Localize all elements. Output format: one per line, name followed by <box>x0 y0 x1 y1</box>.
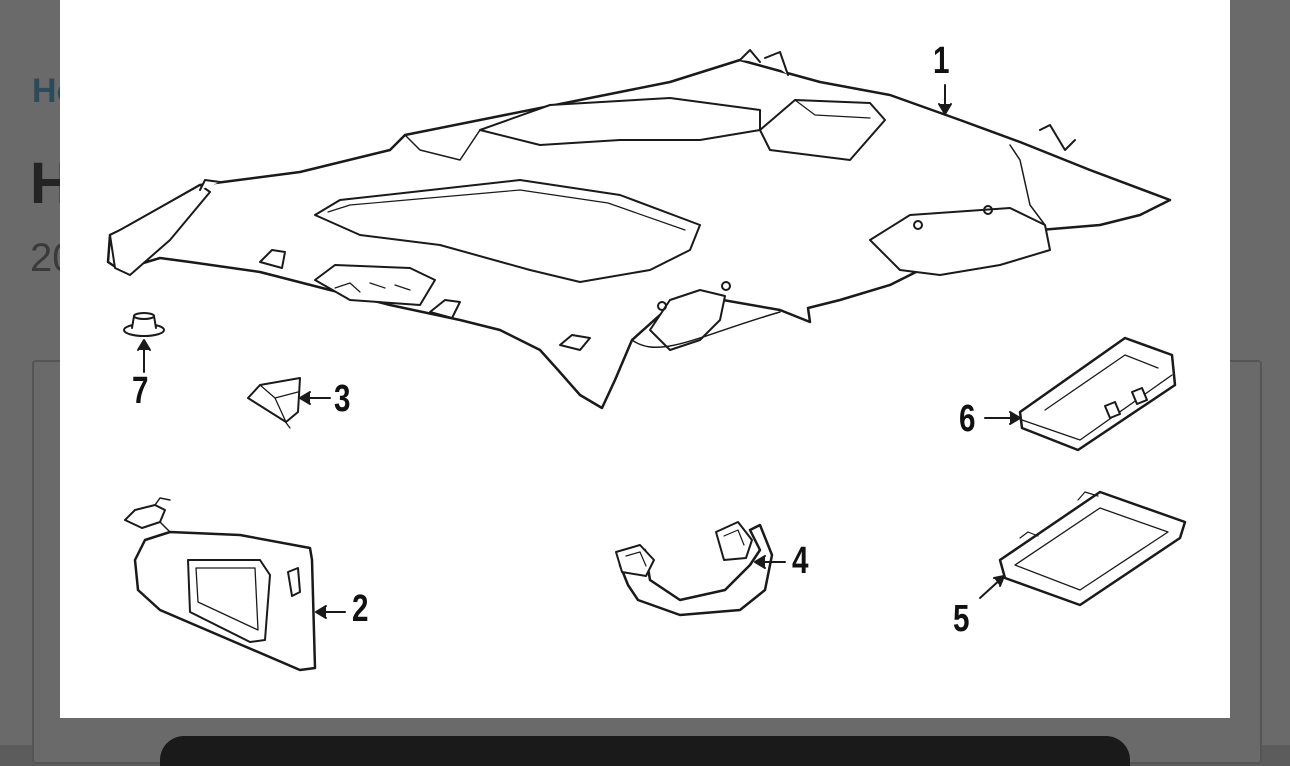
callout-2: 2 <box>352 588 369 630</box>
grab-handle-part <box>615 521 786 617</box>
trim-cover-part <box>247 377 331 429</box>
image-lightbox[interactable]: 1 2 3 4 5 6 7 <box>60 0 1230 718</box>
retainer-clip-part <box>123 312 165 373</box>
bottom-action-bar[interactable] <box>160 736 1130 766</box>
callout-4: 4 <box>792 540 809 582</box>
parts-diagram <box>106 49 1187 672</box>
callout-5: 5 <box>953 598 970 640</box>
callout-1-leader <box>938 84 952 115</box>
callout-6: 6 <box>959 398 976 440</box>
callout-3: 3 <box>334 378 351 420</box>
console-lamp-housing-part <box>984 336 1177 452</box>
callout-7: 7 <box>132 370 149 412</box>
sun-visor-part <box>124 497 346 672</box>
callout-1: 1 <box>933 40 950 82</box>
dome-lamp-lens-part <box>979 490 1187 607</box>
headliner-part <box>106 49 1172 410</box>
